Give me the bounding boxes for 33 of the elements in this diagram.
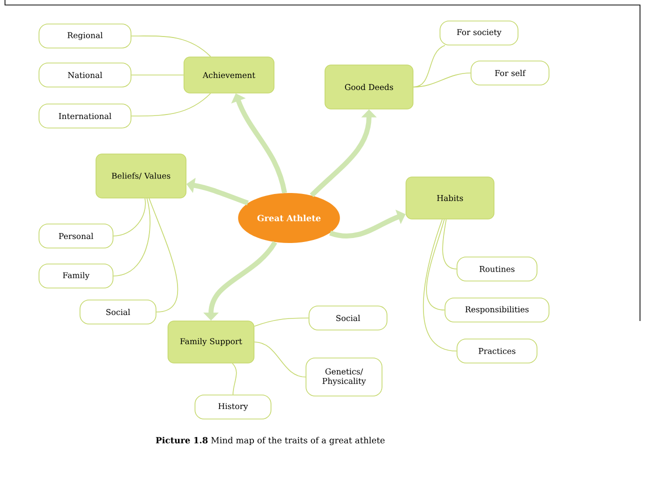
topic-box: Beliefs/ Values <box>96 154 186 198</box>
connector-line <box>148 198 178 312</box>
connector-line <box>232 363 237 395</box>
subtopic-box: Personal <box>38 224 114 248</box>
subtopic-box: Routines <box>456 256 538 282</box>
subtopic-box: For self <box>470 60 550 86</box>
connector-line <box>254 318 309 327</box>
topic-box: Habits <box>406 176 494 220</box>
topic-box: Achievement <box>184 56 274 94</box>
topic-box: Family Support <box>168 320 254 364</box>
connector-line <box>426 219 445 310</box>
connector-line <box>254 342 306 378</box>
subtopic-box: Practices <box>456 338 538 364</box>
caption: Picture 1.8 Mind map of the traits of a great athlete <box>156 436 385 446</box>
connector-line <box>113 198 150 276</box>
subtopic-box: International <box>38 104 132 128</box>
connector-line <box>422 219 457 352</box>
subtopic-box: Regional <box>38 24 132 48</box>
subtopic-box: Family <box>38 264 114 288</box>
subtopic-box: Responsibilities <box>444 298 550 322</box>
connector-line <box>113 198 146 236</box>
subtopic-box: For society <box>440 20 518 46</box>
subtopic-box: Social <box>80 300 156 324</box>
subtopic-box: History <box>194 394 272 420</box>
subtopic-box: Genetics/ Physicality <box>306 358 382 396</box>
subtopic-box: National <box>38 62 132 88</box>
connector-line <box>131 93 212 116</box>
connector-line <box>131 36 211 57</box>
topic-box: Good Deeds <box>324 64 414 110</box>
connector-line <box>413 72 471 88</box>
subtopic-box: Social <box>308 306 388 330</box>
connector-line <box>131 74 184 76</box>
connector-line <box>442 219 457 270</box>
